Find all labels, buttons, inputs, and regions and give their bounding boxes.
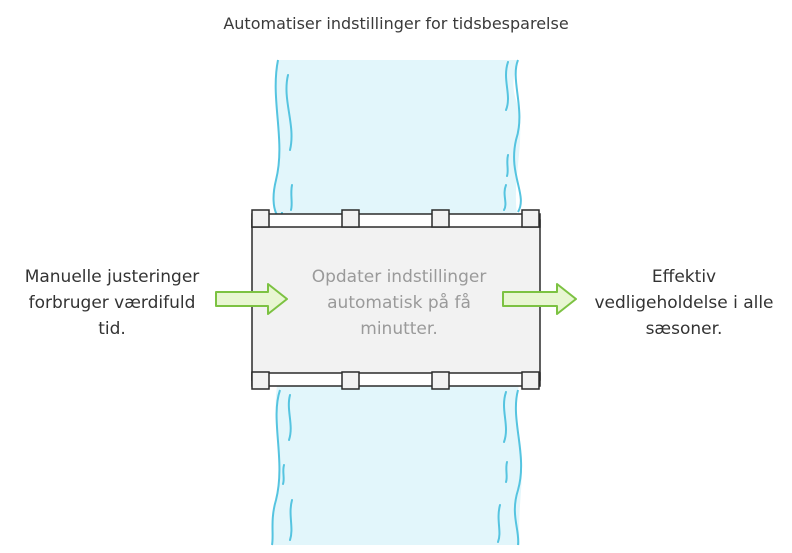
river-right-bank — [513, 59, 522, 213]
process-label: Opdater indstillinger automatisk på få m… — [311, 267, 487, 339]
process-box-body — [251, 219, 541, 381]
output-arrow-icon — [502, 283, 577, 315]
river-left-inner-lower — [287, 394, 292, 441]
river-right-inner-2 — [506, 154, 509, 177]
input-arrow-icon — [215, 283, 288, 315]
bottom-rail — [251, 372, 541, 387]
bottom-post — [341, 371, 360, 390]
output-label: Effektiv vedligeholdelse i alle sæsoner. — [594, 267, 774, 339]
diagram-title: Automatiser indstillinger for tidsbespar… — [223, 14, 569, 33]
top-post — [521, 209, 540, 228]
process-box — [251, 209, 541, 390]
top-post — [251, 209, 270, 228]
river-right-bank-lower — [513, 389, 523, 546]
input-label: Manuelle justeringer forbruger værdifuld… — [24, 267, 200, 339]
top-rail — [251, 213, 541, 228]
river-left-inner-lower-3 — [289, 499, 293, 541]
river-right-inner-lower — [503, 391, 507, 443]
river-right-inner-lower-2 — [505, 461, 508, 483]
bottom-post — [521, 371, 540, 390]
top-post — [341, 209, 360, 228]
bottom-post — [251, 371, 270, 390]
river-left-inner-2 — [290, 184, 293, 211]
river-left-inner-lower-2 — [282, 464, 285, 485]
river-left-bank-lower — [271, 389, 281, 546]
river-right-inner — [505, 61, 509, 111]
top-post — [431, 209, 450, 228]
river-left-inner — [285, 74, 293, 151]
bottom-post — [431, 371, 450, 390]
river-right-inner-lower-3 — [497, 504, 501, 543]
river-right-inner-3 — [503, 184, 507, 211]
